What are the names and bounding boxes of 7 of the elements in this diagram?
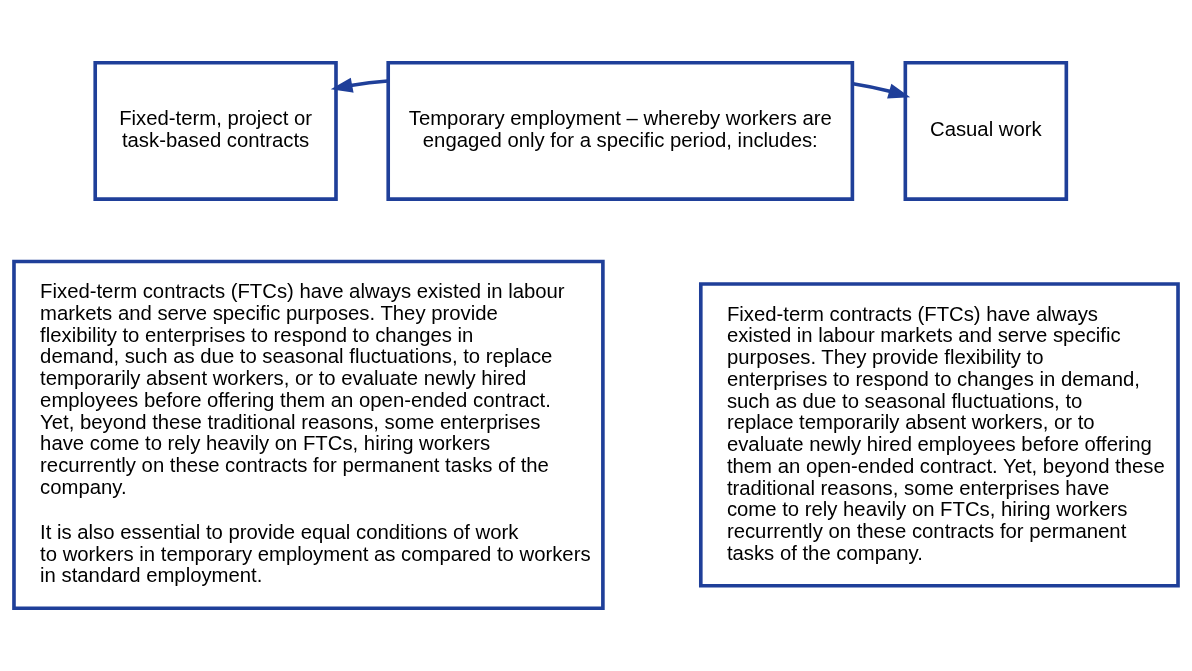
- node-box: Fixed-term, project or task-based contracts: [93, 61, 338, 201]
- node-box: Fixed-term contracts (FTCs) have always existed in labour markets and serve specific purposes. They provide flexibility to enterprises to respond to changes in demand, such as due to seasonal fluctuations, to replace temporarily absent workers, or to evaluate newly hired employees before offering them an open-ended contract. Yet, beyond these traditional reasons, some enterprises have come to rely heavily on FTCs, hiring workers recurrently on these contracts for permanent tasks of the company. It is also essential to provide equal conditions of work to workers in temporary employment as compared to workers in standard employment.: [12, 259, 605, 610]
- node-box: Casual work: [903, 61, 1069, 201]
- arrow: [852, 81, 911, 99]
- node-box: Fixed-term contracts (FTCs) have always existed in labour markets and serve specific purposes. They provide flexibility to enterprises to respond to changes in demand, such as due to seasonal fluctuations, to replace temporarily absent workers, or to evaluate newly hired employees before offering them an open-ended contract. Yet, beyond these traditional reasons, some enterprises have come to rely heavily on FTCs, hiring workers recurrently on these contracts for permanent tasks of the company.: [699, 282, 1180, 588]
- arrow: [330, 77, 388, 93]
- node-box: Temporary employment – whereby workers are engaged only for a specific period, includes:: [386, 61, 855, 201]
